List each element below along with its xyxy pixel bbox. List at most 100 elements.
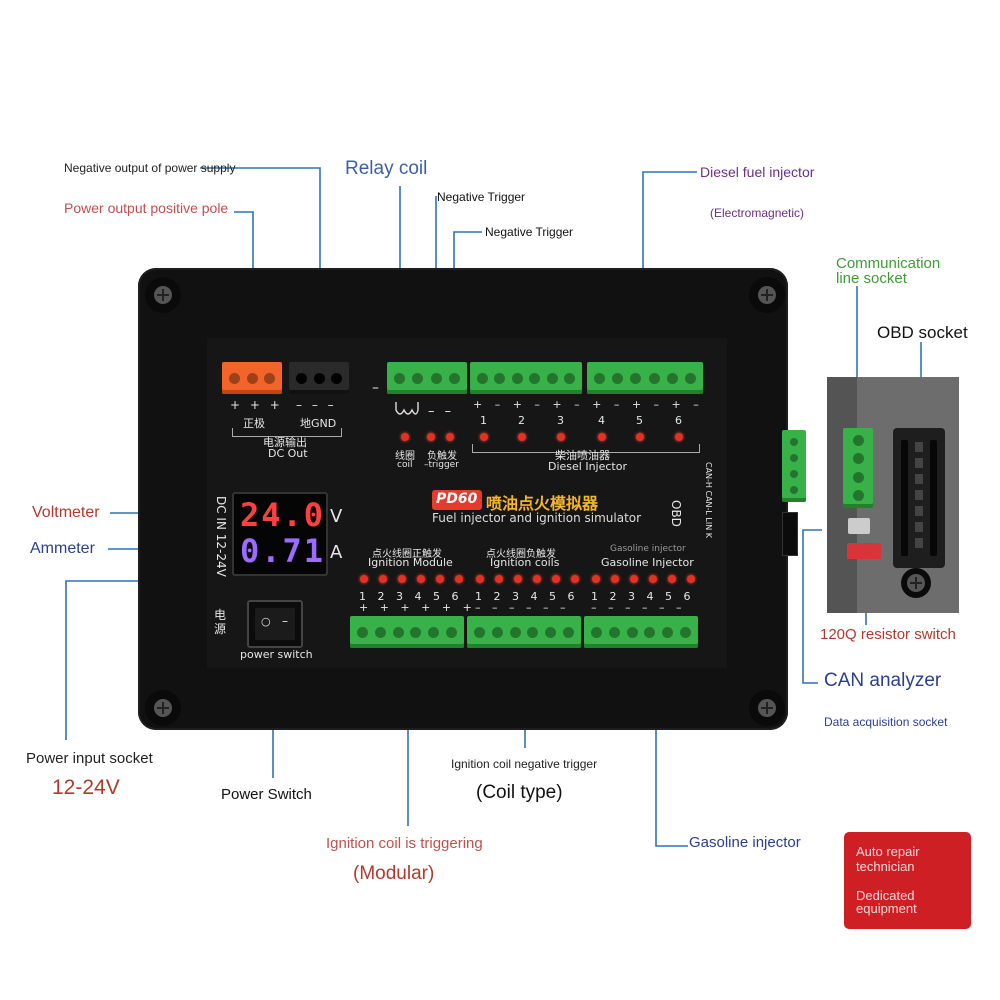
diesel-led-2 bbox=[518, 433, 526, 441]
gas-inj-led-5 bbox=[668, 575, 676, 583]
ign-module-led-3 bbox=[398, 575, 406, 583]
diesel-led-3 bbox=[557, 433, 565, 441]
diesel-led-1 bbox=[480, 433, 488, 441]
gasoline-injector-connector[interactable] bbox=[584, 616, 698, 648]
ign-module-led-5 bbox=[436, 575, 444, 583]
coil-cn-label: 线圈 bbox=[395, 451, 415, 462]
ignition-negative-label: Ignition coil negative trigger bbox=[451, 757, 598, 771]
resistor-switch-label: 120Q resistor switch bbox=[820, 626, 956, 643]
trigger-dashes: – – bbox=[428, 404, 452, 419]
side-obd-connector[interactable] bbox=[782, 430, 806, 502]
diesel-polarity: + – + – + – + – + – + – bbox=[473, 398, 699, 411]
device-title-cn: 喷油点火模拟器 bbox=[486, 494, 599, 513]
can-analyzer-label: CAN analyzer bbox=[824, 670, 942, 691]
obd-label: OBD bbox=[669, 500, 683, 527]
gas-inj-minus: – – – – – – bbox=[591, 601, 682, 614]
ign-module-numbers: 1 2 3 4 5 6 bbox=[359, 590, 459, 603]
gnd-label: 地GND bbox=[300, 417, 337, 430]
side-usb-port[interactable] bbox=[782, 512, 798, 556]
relay-coil-connector[interactable] bbox=[387, 362, 467, 394]
switch-off-symbol: ○ bbox=[261, 615, 271, 628]
ignition-coils-connector[interactable] bbox=[467, 616, 581, 648]
diesel-led-4 bbox=[598, 433, 606, 441]
volt-amp-meter: 24.0 0.71 bbox=[232, 492, 328, 576]
communication-socket-line1: Communication bbox=[836, 255, 941, 272]
diesel-injector-connector-a[interactable] bbox=[470, 362, 582, 394]
positive-signs: + + + bbox=[230, 398, 280, 412]
trigger-led-1 bbox=[427, 433, 435, 441]
obd-socket[interactable] bbox=[893, 428, 945, 568]
dc-out-label: DC Out bbox=[268, 447, 308, 460]
badge-line3: Dedicated bbox=[856, 888, 915, 903]
amp-unit: A bbox=[330, 542, 343, 563]
negative-signs: – – – bbox=[296, 398, 334, 412]
ign-coils-led-5 bbox=[552, 575, 560, 583]
diesel-led-5 bbox=[636, 433, 644, 441]
ignition-module-connector[interactable] bbox=[350, 616, 464, 648]
modular-label: (Modular) bbox=[353, 863, 435, 884]
ign-module-led-6 bbox=[455, 575, 463, 583]
trigger-label: –trigger bbox=[424, 460, 459, 470]
badge-line2: technician bbox=[856, 859, 915, 874]
screw-top-left bbox=[145, 277, 181, 313]
power-input-voltage: 12-24V bbox=[52, 776, 120, 799]
voltage-readout: 24.0 bbox=[240, 496, 326, 534]
communication-socket-label: Communication line socket bbox=[836, 256, 940, 286]
device-subtitle: Fuel injector and ignition simulator bbox=[432, 511, 642, 525]
ign-coils-led-6 bbox=[571, 575, 579, 583]
ign-coils-cn-label: 点火线圈负触发 bbox=[486, 549, 556, 560]
ign-module-led-4 bbox=[417, 575, 425, 583]
brand-badge: Auto repair technician Dedicated equipme… bbox=[844, 832, 971, 929]
can-analyzer-connector[interactable] bbox=[848, 518, 870, 534]
gas-inj-led-6 bbox=[687, 575, 695, 583]
diesel-led-6 bbox=[675, 433, 683, 441]
gas-inj-numbers: 1 2 3 4 5 6 bbox=[591, 590, 691, 603]
power-output-positive-connector[interactable] bbox=[222, 362, 282, 394]
power-switch[interactable]: ○ – bbox=[247, 600, 303, 648]
dc-out-bracket bbox=[232, 428, 342, 437]
gas-inj-led-2 bbox=[611, 575, 619, 583]
ign-coils-led-3 bbox=[514, 575, 522, 583]
ammeter-label: Ammeter bbox=[30, 540, 95, 557]
positive-cn-label: 正极 bbox=[243, 417, 265, 430]
relay-dash: – bbox=[372, 380, 379, 396]
diesel-num-6: 6 bbox=[675, 414, 682, 427]
ign-module-cn-label: 点火线圈正触发 bbox=[372, 549, 442, 560]
diesel-injector-connector-b[interactable] bbox=[587, 362, 703, 394]
gasoline-injector-label: Gasoline injector bbox=[689, 834, 801, 851]
resistor-switch[interactable] bbox=[847, 543, 881, 559]
diesel-num-3: 3 bbox=[557, 414, 564, 427]
gas-inj-led-3 bbox=[630, 575, 638, 583]
screw-bottom-right bbox=[749, 690, 785, 726]
voltmeter-label: Voltmeter bbox=[32, 504, 100, 521]
photo-screw bbox=[901, 568, 931, 598]
badge-line1: Auto repair bbox=[856, 844, 920, 859]
switch-on-symbol: – bbox=[282, 614, 288, 628]
power-cn-label: 电源 bbox=[214, 608, 227, 636]
electromagnetic-label: (Electromagnetic) bbox=[710, 206, 805, 220]
negative-trigger-label-1: Negative Trigger bbox=[437, 190, 526, 204]
screw-top-right bbox=[749, 277, 785, 313]
ign-coils-minus: – – – – – – bbox=[475, 601, 566, 614]
diesel-num-2: 2 bbox=[518, 414, 525, 427]
power-input-label: Power input socket bbox=[26, 750, 153, 767]
gas-inj-label: Gasoline Injector bbox=[601, 556, 694, 569]
can-pin-labels: CAN-H CAN-L LIN K bbox=[704, 462, 713, 539]
communication-line-socket[interactable] bbox=[843, 428, 873, 508]
trigger-led-2 bbox=[446, 433, 454, 441]
coil-label: coil bbox=[397, 460, 413, 470]
trigger-cn-label: 负触发 bbox=[427, 451, 457, 462]
relay-coil-label: Relay coil bbox=[345, 158, 428, 179]
diesel-num-4: 4 bbox=[598, 414, 605, 427]
gas-inj-led-4 bbox=[649, 575, 657, 583]
power-switch-label: power switch bbox=[240, 648, 313, 661]
ign-coils-numbers: 1 2 3 4 5 6 bbox=[475, 590, 575, 603]
screw-bottom-left bbox=[145, 690, 181, 726]
power-output-ground-connector[interactable] bbox=[289, 362, 349, 394]
coil-type-label: (Coil type) bbox=[476, 782, 563, 803]
diesel-num-1: 1 bbox=[480, 414, 487, 427]
dc-in-label: DC IN 12-24V bbox=[214, 496, 228, 577]
data-acquisition-label: Data acquisition socket bbox=[824, 715, 948, 729]
volt-unit: V bbox=[330, 506, 343, 527]
negative-output-label: Negative output of power supply bbox=[64, 161, 236, 175]
